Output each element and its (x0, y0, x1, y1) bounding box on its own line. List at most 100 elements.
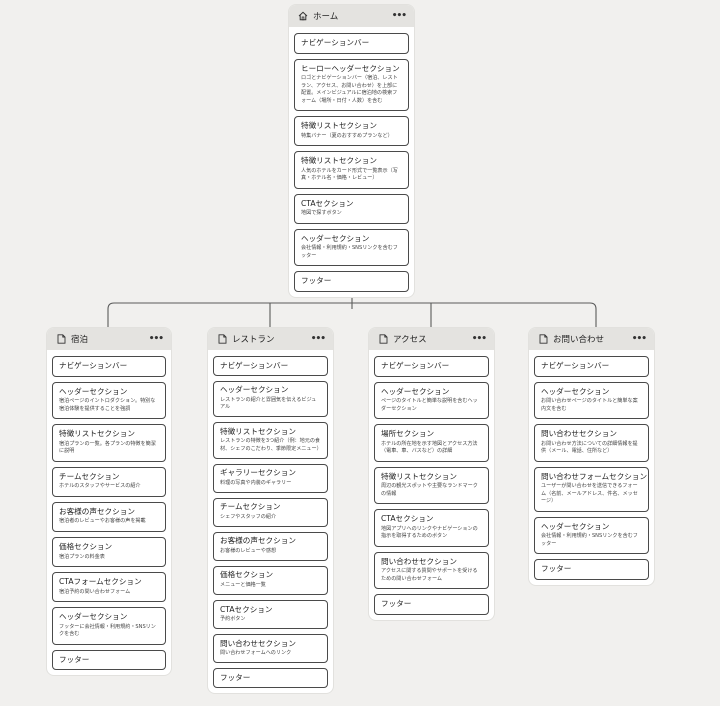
more-icon[interactable]: ••• (148, 333, 164, 344)
section-title: 価格セクション (220, 570, 274, 580)
section-title: 特徴リストセクション (220, 426, 296, 436)
section-card[interactable]: 価格セクションメニューと価格一覧 (213, 565, 328, 596)
section-card[interactable]: 問い合わせセクション問い合わせフォームへのリンク (213, 634, 328, 664)
page-icon (55, 333, 67, 345)
section-description: 予約ボタン (220, 616, 246, 623)
section-card[interactable]: お客様の声セクション宿泊者のレビューやお客様の声を掲載 (52, 501, 166, 532)
section-card[interactable]: ギャラリーセクション料理の写真や内装のギャラリー (213, 463, 328, 493)
section-title: ナビゲーションバー (59, 361, 128, 370)
section-card[interactable]: ヘッダーセクションページのタイトルと簡単な説明を含むヘッダーセクション (374, 381, 489, 420)
more-icon[interactable]: ••• (391, 10, 407, 21)
page-lodging[interactable]: 宿泊 ••• ナビゲーションバーヘッダーセクション宿泊ページのイントロダクション… (47, 328, 171, 676)
section-description: 宿泊プランの一覧。各プランの特徴を簡潔に説明 (59, 440, 156, 455)
section-card[interactable]: ナビゲーションバー (374, 356, 489, 377)
section-title: 特徴リストセクション (59, 429, 135, 439)
section-title: フッター (541, 563, 572, 573)
section-title: 特徴リストセクション (301, 120, 377, 130)
page-title: 宿泊 (71, 335, 89, 345)
page-header: お問い合わせ ••• (529, 328, 654, 350)
section-description: ロゴとナビゲーションバー（宿泊、レストラン、アクセス、お問い合わせ）を上部に配置… (301, 75, 398, 104)
section-card[interactable]: 価格セクション宿泊プランの料金表 (52, 536, 166, 567)
section-card[interactable]: フッター (534, 558, 649, 580)
page-home[interactable]: ホーム ••• ナビゲーションバーヒーローヘッダーセクションロゴとナビゲーション… (289, 5, 414, 297)
section-title: CTAセクション (220, 604, 273, 614)
section-card[interactable]: フッター (213, 668, 328, 688)
section-card[interactable]: CTAセクション地図アプリへのリンクやナビゲーションの指示を取得するためのボタン (374, 509, 489, 547)
section-description: 問い合わせフォームへのリンク (220, 650, 292, 657)
section-card[interactable]: ヘッダーセクションお問い合わせページのタイトルと簡単な案内文を含む (534, 381, 649, 420)
section-title: ヘッダーセクション (220, 385, 289, 395)
section-card[interactable]: CTAセクション地図で探すボタン (294, 193, 409, 224)
section-card[interactable]: 特徴リストセクション宿泊プランの一覧。各プランの特徴を簡潔に説明 (52, 424, 166, 462)
section-card[interactable]: フッター (52, 649, 166, 671)
section-title: 問い合わせセクション (220, 638, 296, 648)
section-title: ヘッダーセクション (59, 612, 128, 622)
section-title: フッター (220, 672, 251, 682)
page-icon (537, 333, 549, 345)
section-card[interactable]: チームセクションホテルのスタッフやサービスの紹介 (52, 466, 166, 497)
page-title: レストラン (232, 335, 275, 345)
section-card[interactable]: フッター (374, 594, 489, 615)
section-card[interactable]: ヘッダーセクション宿泊ページのイントロダクション。特別な宿泊体験を提供することを… (52, 381, 166, 420)
section-description: レストランの紹介と雰囲気を伝えるビジュアル (220, 396, 317, 411)
section-card[interactable]: チームセクションシェフやスタッフの紹介 (213, 497, 328, 527)
section-description: 会社情報・利用規約・SNSリンクを含むフッター (541, 533, 638, 547)
section-card[interactable]: 特徴リストセクションレストランの特徴を3つ紹介（例：地元の食材、シェフのこだわり… (213, 422, 328, 459)
section-description: ホテルのスタッフやサービスの紹介 (59, 483, 141, 490)
section-card[interactable]: 特徴リストセクション周辺の観光スポットや主要なランドマークの情報 (374, 466, 489, 505)
section-title: チームセクション (59, 471, 120, 481)
section-card[interactable]: ナビゲーションバー (52, 356, 166, 377)
page-title: アクセス (393, 335, 427, 345)
section-card[interactable]: ヒーローヘッダーセクションロゴとナビゲーションバー（宿泊、レストラン、アクセス、… (294, 58, 409, 111)
page-access[interactable]: アクセス ••• ナビゲーションバーヘッダーセクションページのタイトルと簡単な説… (369, 328, 494, 620)
more-icon[interactable]: ••• (471, 333, 487, 344)
section-card[interactable]: CTAセクション予約ボタン (213, 600, 328, 630)
section-card[interactable]: 特徴リストセクション人気のホテルをカード形式で一覧表示（写真・ホテル名・価格・レ… (294, 151, 409, 189)
section-title: 価格セクション (59, 541, 113, 551)
section-card[interactable]: ヘッダーセクション会社情報・利用規約・SNSリンクを含むフッター (534, 516, 649, 554)
section-title: CTAセクション (381, 514, 434, 524)
section-description: メニューと価格一覧 (220, 582, 266, 589)
section-card[interactable]: ヘッダーセクションレストランの紹介と雰囲気を伝えるビジュアル (213, 380, 328, 418)
section-description: 宿泊予約の問い合わせフォーム (59, 588, 131, 595)
more-icon[interactable]: ••• (631, 333, 647, 344)
more-icon[interactable]: ••• (310, 333, 326, 344)
section-description: 地図で探すボタン (301, 210, 342, 217)
section-card[interactable]: ヘッダーセクション会社情報・利用規約・SNSリンクを含むフッター (294, 228, 409, 267)
section-card[interactable]: 問い合わせセクションお問い合わせ方法についての詳細情報を提供（メール、電話、住所… (534, 424, 649, 462)
section-list: ナビゲーションバーヘッダーセクションレストランの紹介と雰囲気を伝えるビジュアル特… (213, 356, 328, 688)
section-title: CTAセクション (301, 198, 354, 208)
section-title: ヘッダーセクション (381, 386, 450, 396)
section-title: ナビゲーションバー (381, 361, 450, 370)
section-card[interactable]: ヘッダーセクションフッターに会社情報・利用規約・SNSリンクを含む (52, 607, 166, 645)
section-title: 場所セクション (381, 429, 435, 439)
section-title: 特徴リストセクション (301, 156, 377, 166)
section-card[interactable]: ナビゲーションバー (294, 33, 409, 54)
section-card[interactable]: 場所セクションホテルの所在地を示す地図とアクセス方法（電車、車、バスなど）の詳細 (374, 424, 489, 462)
section-title: 問い合わせフォームセクション (541, 471, 648, 481)
section-card[interactable]: 問い合わせフォームセクションユーザーが問い合わせを送信できるフォーム（名前、メー… (534, 466, 649, 512)
section-title: お客様の声セクション (59, 506, 135, 516)
section-card[interactable]: フッター (294, 271, 409, 292)
section-description: 人気のホテルをカード形式で一覧表示（写真・ホテル名・価格・レビュー） (301, 167, 398, 182)
section-description: 周辺の観光スポットや主要なランドマークの情報 (381, 483, 478, 497)
section-card[interactable]: ナビゲーションバー (534, 356, 649, 377)
page-contact[interactable]: お問い合わせ ••• ナビゲーションバーヘッダーセクションお問い合わせページのタ… (529, 328, 654, 585)
section-card[interactable]: 特徴リストセクション特集バナー（夏のおすすめプランなど） (294, 115, 409, 147)
section-description: シェフやスタッフの紹介 (220, 513, 277, 520)
section-description: 料理の写真や内装のギャラリー (220, 479, 292, 486)
section-card[interactable]: CTAフォームセクション宿泊予約の問い合わせフォーム (52, 571, 166, 603)
section-description: ページのタイトルと簡単な説明を含むヘッダーセクション (381, 398, 478, 412)
section-card[interactable]: 問い合わせセクションアクセスに関する質問やサポートを受けるための問い合わせフォー… (374, 551, 489, 590)
section-title: ヒーローヘッダーセクション (301, 63, 400, 73)
section-card[interactable]: ナビゲーションバー (213, 356, 328, 376)
page-restaurant[interactable]: レストラン ••• ナビゲーションバーヘッダーセクションレストランの紹介と雰囲気… (208, 328, 333, 693)
section-card[interactable]: お客様の声セクションお客様のレビューや感想 (213, 531, 328, 561)
section-title: CTAフォームセクション (59, 576, 142, 586)
section-title: お客様の声セクション (220, 536, 296, 546)
connector-bus (107, 302, 597, 310)
section-title: ナビゲーションバー (541, 361, 610, 370)
section-title: ナビゲーションバー (301, 38, 370, 47)
section-description: お問い合わせページのタイトルと簡単な案内文を含む (541, 398, 638, 412)
section-description: ユーザーが問い合わせを送信できるフォーム（名前、メールアドレス、件名、メッセージ… (541, 483, 638, 505)
